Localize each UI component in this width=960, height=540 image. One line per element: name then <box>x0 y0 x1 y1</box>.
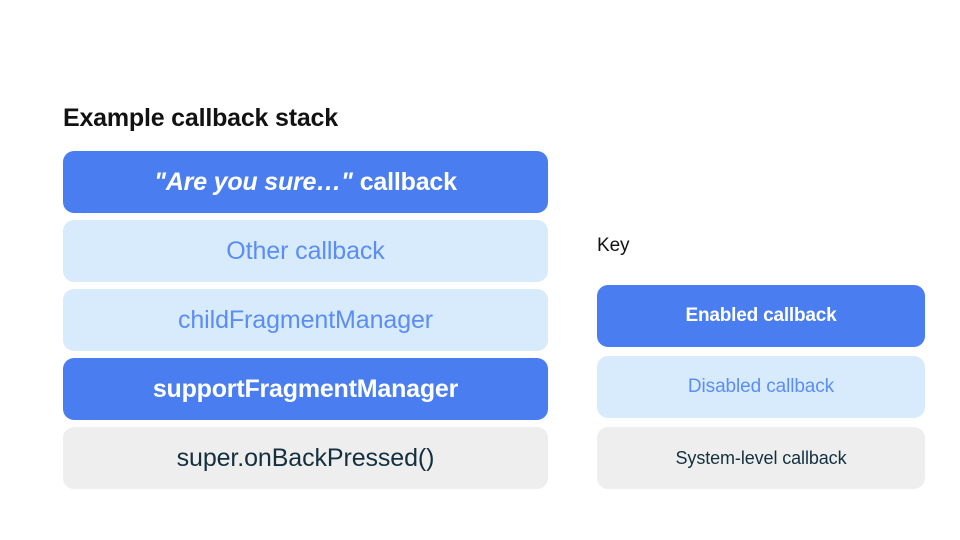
legend-item-label: System-level callback <box>675 447 847 468</box>
legend-item-system-level-callback: System-level callback <box>597 427 925 489</box>
stack-item-child-fragment-manager: childFragmentManager <box>63 289 548 351</box>
legend-item-disabled-callback: Disabled callback <box>597 356 925 418</box>
legend-item-label: Disabled callback <box>687 376 835 397</box>
stack-item-label: super.onBackPressed() <box>176 443 435 472</box>
legend-item-enabled-callback: Enabled callback <box>597 285 925 347</box>
stack-item-super-on-back-pressed: super.onBackPressed() <box>63 427 548 489</box>
stack-item-support-fragment-manager: supportFragmentManager <box>63 358 548 420</box>
stack-item-are-you-sure-callback: "Are you sure…" callback <box>63 151 548 213</box>
legend-item-label: Enabled callback <box>685 305 837 326</box>
stack-item-label-rest: callback <box>359 167 457 196</box>
key-legend-section: Key Enabled callback Disabled callback S… <box>597 233 925 489</box>
stack-item-label: supportFragmentManager <box>152 374 459 403</box>
callback-stack-section: Example callback stack "Are you sure…" c… <box>63 101 548 489</box>
stack-item-label: childFragmentManager <box>177 305 434 334</box>
stack-item-other-callback: Other callback <box>63 220 548 282</box>
stack-item-label: Other callback <box>226 236 385 265</box>
key-title: Key <box>597 235 630 256</box>
page-title: Example callback stack <box>63 104 338 132</box>
stack-item-label-quoted: "Are you sure…" <box>154 167 353 196</box>
